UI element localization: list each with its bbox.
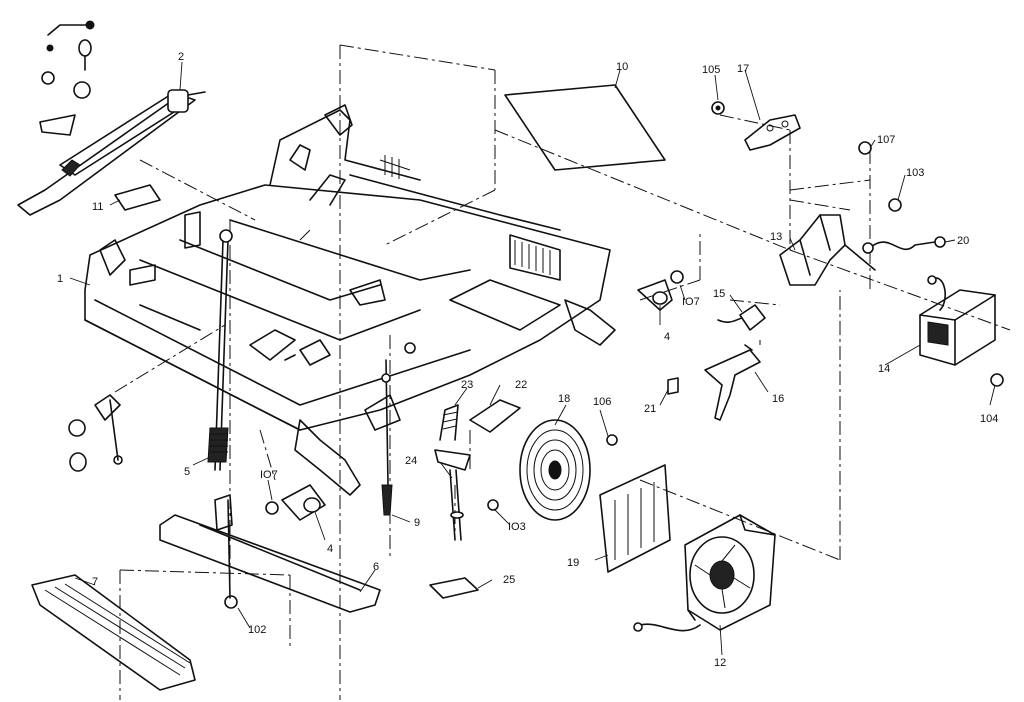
callout-104: 104	[980, 413, 998, 425]
callout-labels: 1 2 4 4 5 6 7 9 10 11 12 13 14 15 16 17 …	[57, 51, 998, 669]
part-22-bracket	[469, 399, 521, 433]
callout-6: 6	[373, 561, 379, 573]
callout-4-bottom: 4	[327, 543, 333, 555]
part-17-bracket	[711, 101, 801, 151]
part-6-rail	[159, 494, 381, 613]
callout-14: 14	[878, 363, 890, 375]
callout-102: 102	[248, 624, 266, 636]
callout-13: 13	[770, 231, 782, 243]
callout-19: 19	[567, 557, 579, 569]
callout-16: 16	[772, 393, 784, 405]
callout-107-top: 107	[877, 134, 895, 146]
callout-17: 17	[737, 63, 749, 75]
part-19-grille	[599, 434, 671, 573]
part-14-motor	[919, 275, 1004, 387]
callout-109: IO3	[508, 521, 526, 533]
callout-18: 18	[558, 393, 570, 405]
part-20-wire	[862, 236, 946, 254]
part-102-screw	[227, 499, 231, 599]
left-washer-group	[68, 394, 123, 472]
callout-106: 106	[593, 396, 611, 408]
part-7-cable	[31, 574, 196, 691]
part-21-tab	[667, 377, 679, 395]
callout-20: 20	[957, 235, 969, 247]
callout-107-bottom: IO7	[260, 469, 278, 481]
part-23-spring	[434, 404, 471, 471]
callout-21: 21	[644, 403, 656, 415]
part-1-chassis	[84, 104, 616, 496]
callout-105: 105	[702, 64, 720, 76]
leader-lines	[69, 61, 996, 656]
part-12-fan	[633, 514, 776, 632]
part-15-clip	[717, 304, 766, 331]
callout-11: 11	[92, 201, 103, 213]
reference-lines	[114, 44, 1011, 700]
callout-24: 24	[405, 455, 417, 467]
part-13-hinge-bracket	[779, 141, 902, 286]
callout-12: 12	[714, 657, 726, 669]
part-11-plate	[114, 184, 161, 211]
callout-15: 15	[713, 288, 725, 300]
callout-103: 103	[906, 167, 924, 179]
part-4-bracket-bottom	[265, 484, 326, 521]
part-4-bracket-right	[637, 270, 684, 311]
callout-10: 10	[616, 61, 628, 73]
part-2-hinge-arm	[17, 20, 206, 216]
part-16-lever	[704, 344, 761, 421]
part-25-plate	[429, 577, 479, 599]
part-9-screw	[381, 342, 416, 516]
callout-1: 1	[57, 273, 63, 285]
part-5-spring-rod	[207, 229, 233, 471]
part-24-pin	[449, 469, 499, 541]
part-18-coil	[519, 419, 591, 521]
callout-4-right: 4	[664, 331, 670, 343]
callout-22: 22	[515, 379, 527, 391]
callout-9: 9	[414, 517, 420, 529]
part-10-sheet	[504, 84, 666, 171]
callout-2: 2	[178, 51, 184, 63]
callout-107-right: IO7	[682, 296, 700, 308]
callout-25: 25	[503, 574, 515, 586]
callout-23: 23	[461, 379, 473, 391]
callout-7: 7	[92, 576, 98, 588]
callout-5: 5	[184, 466, 190, 478]
